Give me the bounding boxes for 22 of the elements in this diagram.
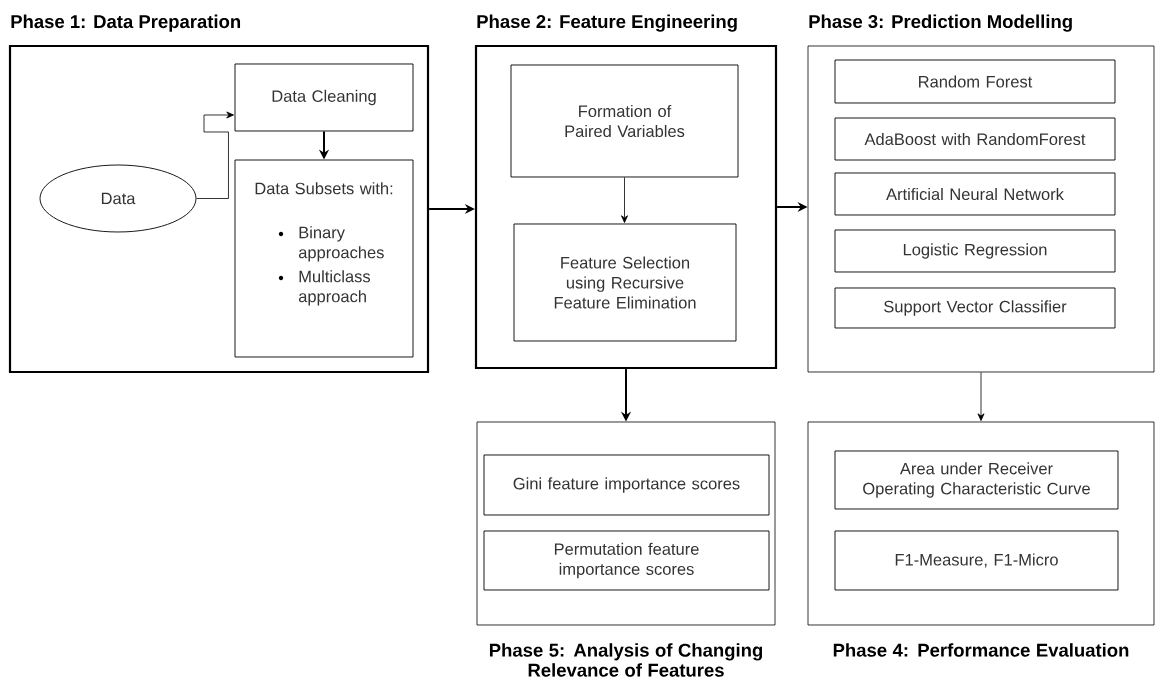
process-box: AdaBoost with RandomForest bbox=[834, 117, 1116, 161]
arrow bbox=[977, 372, 985, 421]
process-box: Support Vector Classifier bbox=[834, 287, 1116, 329]
phase-heading: Phase 4: Performance Evaluation bbox=[833, 643, 1129, 657]
arrow bbox=[196, 111, 234, 199]
process-box: Area under Receiver Operating Characteristic Curve bbox=[834, 450, 1119, 510]
phase-heading: Phase 1: Data Preparation bbox=[11, 14, 241, 32]
process-box: Feature Selection using Recursive Feature Elimination bbox=[513, 223, 737, 342]
process-box: Gini feature importance scores bbox=[483, 454, 770, 516]
process-box: Data Cleaning bbox=[234, 63, 414, 132]
phase-heading: Phase 2: Feature Engineering bbox=[477, 14, 737, 32]
list-item: Multiclass approach bbox=[298, 270, 371, 306]
arrow bbox=[621, 177, 628, 223]
list-item: Binary approaches bbox=[298, 226, 384, 262]
process-box: Artificial Neural Network bbox=[834, 172, 1116, 216]
process-box: F1-Measure, F1-Micro bbox=[834, 530, 1119, 591]
process-box: Formation of Paired Variables bbox=[510, 64, 739, 178]
process-box: Random Forest bbox=[834, 59, 1116, 104]
process-box: Permutation feature importance scores bbox=[483, 530, 770, 591]
process-box: Logistic Regression bbox=[834, 229, 1116, 273]
phase-heading: Phase 3: Prediction Modelling bbox=[809, 14, 1072, 32]
phase-heading: Phase 5: Analysis of Changing Relevance of Features bbox=[489, 643, 763, 677]
